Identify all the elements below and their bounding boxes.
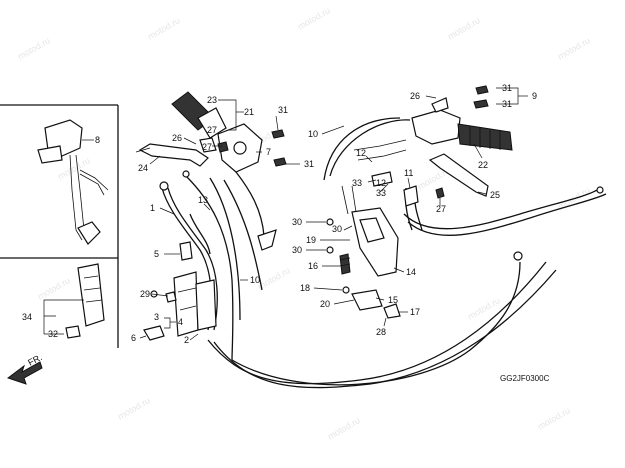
callout-22a: 27 bbox=[207, 125, 217, 135]
callout-21: 21 bbox=[244, 107, 254, 117]
callout-9: 9 bbox=[532, 91, 537, 101]
front-direction-arrow: FR. bbox=[6, 352, 44, 385]
callout-5: 5 bbox=[154, 249, 159, 259]
svg-text:motod.ru: motod.ru bbox=[116, 395, 152, 421]
callouts: 23 21 31 27 26 27 7 31 24 1 13 5 10 29 3… bbox=[22, 83, 537, 345]
callout-23: 23 bbox=[207, 95, 217, 105]
callout-22: 22 bbox=[478, 160, 488, 170]
callout-6: 6 bbox=[131, 333, 136, 343]
svg-text:motod.ru: motod.ru bbox=[146, 15, 182, 41]
bolts bbox=[150, 85, 489, 298]
callout-32: 32 bbox=[48, 329, 58, 339]
callout-26a: 26 bbox=[172, 133, 182, 143]
callout-34: 34 bbox=[22, 312, 32, 322]
callout-3: 3 bbox=[154, 312, 159, 322]
master-cylinder bbox=[326, 185, 401, 319]
callout-28: 28 bbox=[376, 327, 386, 337]
callout-31a: 31 bbox=[278, 105, 288, 115]
callout-10a: 10 bbox=[250, 275, 260, 285]
callout-12b: 12 bbox=[376, 178, 386, 188]
callout-10b: 10 bbox=[308, 129, 318, 139]
inset-frame bbox=[0, 104, 119, 348]
svg-text:motod.ru: motod.ru bbox=[16, 35, 52, 61]
callout-30c: 30 bbox=[292, 245, 302, 255]
callout-1: 1 bbox=[150, 203, 155, 213]
callout-12: 12 bbox=[356, 148, 366, 158]
clutch-lever bbox=[135, 143, 209, 167]
callout-8: 8 bbox=[95, 135, 100, 145]
callout-2: 2 bbox=[184, 335, 189, 345]
callout-17: 17 bbox=[410, 307, 420, 317]
callout-29: 29 bbox=[140, 289, 150, 299]
callout-13: 13 bbox=[198, 195, 208, 205]
svg-text:motod.ru: motod.ru bbox=[446, 15, 482, 41]
callout-19: 19 bbox=[306, 235, 316, 245]
callout-24: 24 bbox=[138, 163, 148, 173]
inset-switch-assembly bbox=[37, 119, 109, 245]
callout-26b: 26 bbox=[410, 91, 420, 101]
callout-31c: 31 bbox=[502, 83, 512, 93]
callout-27a: 27 bbox=[202, 142, 212, 152]
callout-7: 7 bbox=[266, 147, 271, 157]
svg-text:motod.ru: motod.ru bbox=[556, 35, 592, 61]
right-grip bbox=[353, 97, 513, 187]
inset-switch-module bbox=[43, 263, 105, 339]
callout-33: 33 bbox=[352, 178, 362, 188]
callout-31d: 31 bbox=[502, 99, 512, 109]
svg-text:motod.ru: motod.ru bbox=[36, 275, 72, 301]
callout-14: 14 bbox=[406, 267, 416, 277]
callout-15: 15 bbox=[388, 295, 398, 305]
main-cables bbox=[207, 117, 607, 389]
svg-text:motod.ru: motod.ru bbox=[536, 405, 572, 431]
brake-lever bbox=[428, 153, 489, 197]
switch-11 bbox=[403, 185, 423, 231]
left-grip bbox=[171, 91, 263, 173]
callout-25: 25 bbox=[490, 190, 500, 200]
svg-text:motod.ru: motod.ru bbox=[296, 5, 332, 31]
leader-lines bbox=[139, 87, 528, 341]
callout-30b: 30 bbox=[332, 224, 342, 234]
callout-20: 20 bbox=[320, 299, 330, 309]
callout-27b: 27 bbox=[436, 204, 446, 214]
callout-31b: 31 bbox=[304, 159, 314, 169]
diagram-code: GG2JF0300C bbox=[500, 374, 550, 383]
callout-18: 18 bbox=[300, 283, 310, 293]
callout-16: 16 bbox=[308, 261, 318, 271]
svg-text:motod.ru: motod.ru bbox=[326, 415, 362, 441]
callout-11: 11 bbox=[404, 168, 413, 178]
svg-text:motod.ru: motod.ru bbox=[466, 295, 502, 321]
callout-4: 4 bbox=[178, 317, 183, 327]
switch-housing bbox=[143, 241, 217, 341]
callout-33b: 33 bbox=[376, 188, 386, 198]
callout-30a: 30 bbox=[292, 217, 302, 227]
